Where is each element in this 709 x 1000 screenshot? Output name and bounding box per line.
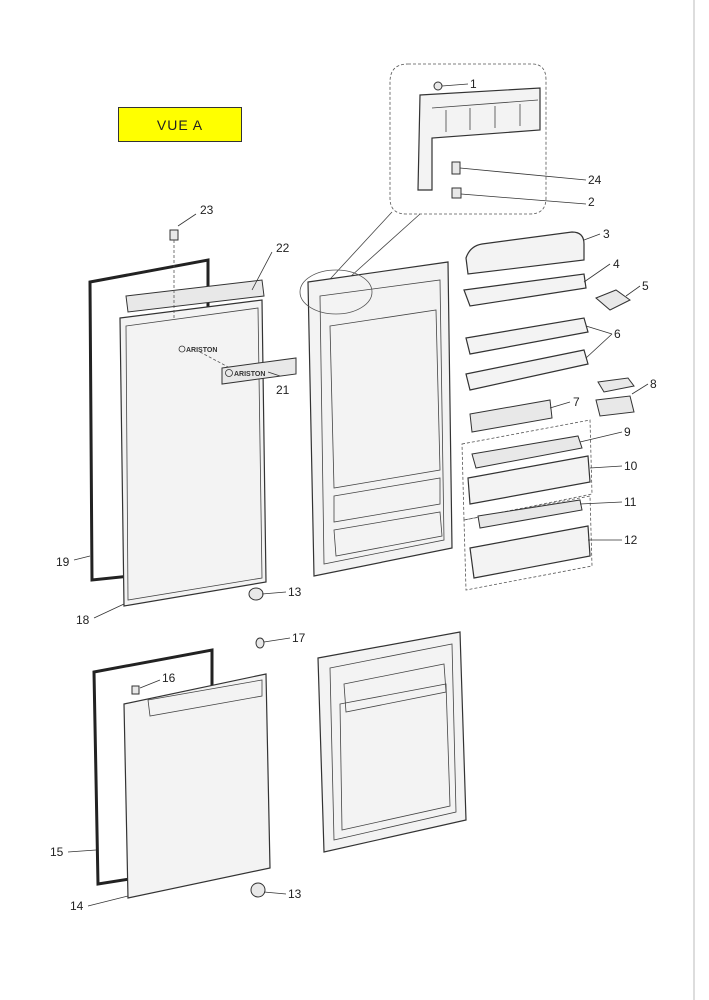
label-part-9: 9 — [624, 425, 631, 439]
part-16-screw — [131, 685, 140, 695]
part-7-holder — [469, 399, 553, 433]
label-part-11: 11 — [624, 495, 637, 509]
part-17-pin — [255, 637, 265, 649]
lower-door-assembly — [92, 637, 271, 899]
label-part-13-lower: 13 — [288, 887, 302, 901]
part-6-shelf-b — [465, 349, 589, 391]
label-part-7: 7 — [573, 395, 580, 409]
vue-a-label: VUE A — [118, 107, 242, 142]
part-3-dairy-cover — [465, 231, 585, 275]
label-part-6: 6 — [614, 327, 621, 341]
part-12-bottle-bin — [469, 525, 591, 579]
brand-on-door: ARISTON — [186, 347, 217, 354]
part-4-shelf — [463, 273, 587, 307]
part-24-pin — [451, 161, 461, 175]
part-2-hinge-pin — [451, 187, 462, 199]
part-10-bin — [467, 455, 591, 505]
label-part-21: 21 — [276, 383, 290, 397]
part-22-top-strip — [125, 279, 265, 313]
part-11-rail — [477, 499, 583, 529]
part-23-screw — [169, 229, 179, 241]
upper-door-assembly: ARISTON ARISTON — [88, 229, 297, 607]
part-9-egg-rack — [471, 435, 583, 469]
door-shelves — [461, 231, 635, 591]
label-part-17: 17 — [292, 631, 306, 645]
leader-lines — [67, 83, 649, 907]
label-part-22: 22 — [276, 241, 290, 255]
label-part-5: 5 — [642, 279, 649, 293]
part-13-hinge-lower — [250, 882, 266, 898]
label-part-12: 12 — [624, 533, 638, 547]
label-part-13-upper: 13 — [288, 585, 302, 599]
part-8-box — [595, 395, 635, 417]
label-part-1: 1 — [470, 77, 477, 91]
label-part-23: 23 — [200, 203, 214, 217]
part-21-badge — [221, 357, 297, 385]
lower-door-liner — [317, 631, 467, 853]
part-1-screw — [433, 81, 443, 91]
label-part-2: 2 — [588, 195, 595, 209]
brand-on-badge: ARISTON — [234, 371, 265, 378]
label-part-3: 3 — [603, 227, 610, 241]
label-part-15: 15 — [50, 845, 64, 859]
upper-door-liner — [299, 261, 453, 577]
label-part-10: 10 — [624, 459, 638, 473]
label-part-4: 4 — [613, 257, 620, 271]
part-5-egg-tray — [595, 289, 631, 311]
vue-a-detail — [319, 63, 547, 291]
label-part-14: 14 — [70, 899, 84, 913]
part-14-door-panel — [123, 673, 271, 899]
label-part-19: 19 — [56, 555, 70, 569]
label-part-16: 16 — [162, 671, 176, 685]
part-8-box-lid — [597, 377, 635, 393]
part-13-hinge-upper — [248, 587, 264, 601]
part-18-door-panel — [119, 299, 267, 607]
part-6-shelf-a — [465, 317, 589, 355]
label-part-8: 8 — [650, 377, 657, 391]
part-number-labels: 1 2 3 4 5 6 7 8 9 10 11 12 13 13 14 15 1… — [50, 77, 657, 913]
label-part-18: 18 — [76, 613, 90, 627]
label-part-24: 24 — [588, 173, 602, 187]
